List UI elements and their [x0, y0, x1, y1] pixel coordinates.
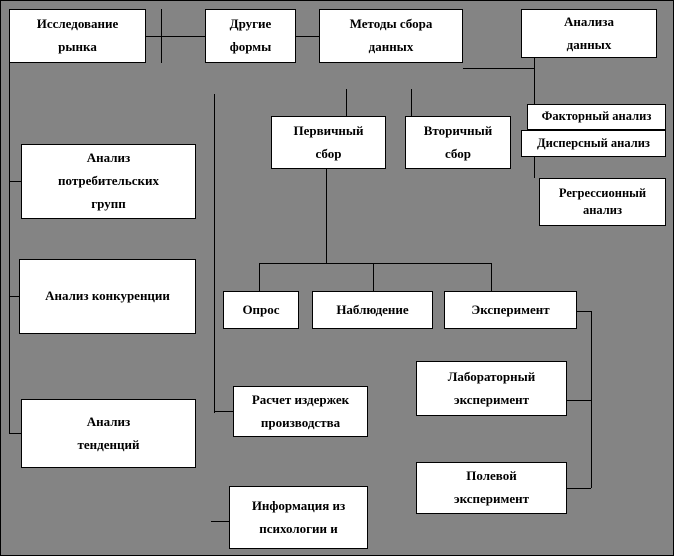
primary-collection-box: Первичный сбор: [271, 116, 386, 169]
competition-analysis-box: Анализ конкуренции: [19, 259, 196, 334]
data-collection-methods-box: Методы сбора данных: [319, 9, 463, 63]
psychology-information-box: Информация из психологии и: [229, 486, 368, 549]
laboratory-experiment-box: Лабораторный эксперимент: [416, 361, 567, 416]
field-experiment-box: Полевой эксперимент: [416, 462, 567, 514]
trend-analysis-box: Анализ тенденций: [21, 399, 196, 468]
other-forms-box: Другие формы: [205, 9, 296, 63]
secondary-collection-box: Вторичный сбор: [405, 116, 511, 169]
experiment-box: Эксперимент: [444, 291, 577, 329]
observation-box: Наблюдение: [312, 291, 433, 329]
consumer-groups-analysis-box: Анализ потребительских групп: [21, 144, 196, 219]
market-research-box: Исследование рынка: [9, 9, 146, 63]
regression-analysis-box: Регрессионный анализ: [539, 178, 666, 226]
dispersion-analysis-box: Дисперсный анализ: [521, 130, 666, 157]
factor-analysis-box: Факторный анализ: [527, 104, 666, 130]
production-cost-calculation-box: Расчет издержек производства: [233, 386, 368, 437]
survey-box: Опрос: [223, 291, 299, 329]
data-analysis-box: Анализа данных: [521, 9, 657, 58]
